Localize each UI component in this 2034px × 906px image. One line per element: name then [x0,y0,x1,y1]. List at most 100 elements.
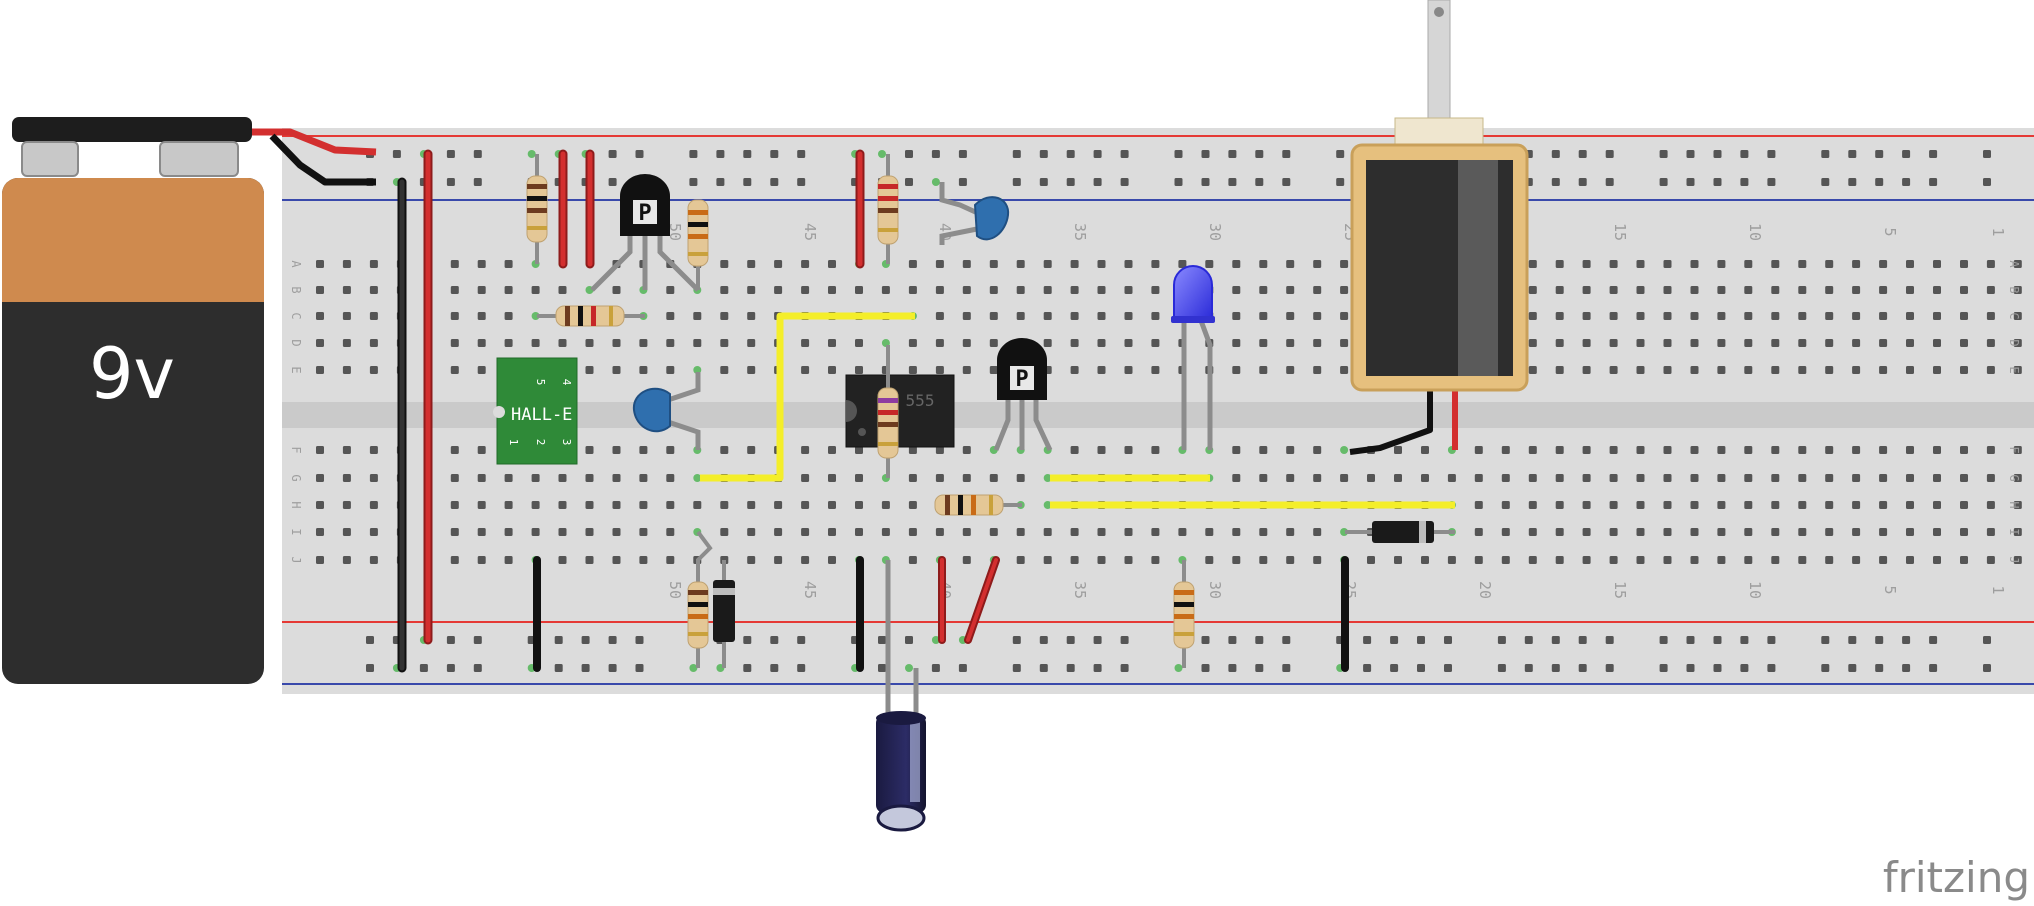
breadboard-hole [1663,528,1672,536]
breadboard-hole [1555,528,1564,536]
breadboard-hole [1663,260,1672,268]
rail-hole [554,636,563,644]
rail-hole [1093,150,1102,158]
rail-hole [1983,664,1991,672]
rail-hole [1659,636,1668,644]
rail-hole [1039,664,1048,672]
breadboard-hole [1986,260,1995,268]
breadboard-hole [585,528,594,536]
row-letter: B [2007,286,2021,293]
breadboard-hole [1097,446,1106,454]
breadboard-hole [1960,501,1968,509]
breadboard-hole [1906,474,1914,482]
rail-hole [1255,150,1264,158]
rail-hole [1417,664,1425,672]
breadboard-hole [612,339,621,347]
breadboard-hole [1744,446,1753,454]
breadboard-hole [1663,286,1672,294]
resistor-band [1174,602,1194,607]
breadboard-hole [316,366,324,374]
capacitor-top [876,711,926,725]
hall-sensor-pin-2: 2 [534,439,547,446]
breadboard-hole [1582,286,1591,294]
breadboard-hole [747,339,756,347]
breadboard-hole [1744,528,1753,536]
resistor-band [688,210,708,215]
breadboard-hole [747,501,756,509]
breadboard-hole [612,556,621,564]
breadboard-hole [2013,286,2022,294]
rail-hole [1848,178,1857,186]
breadboard-hole [962,528,971,536]
rail-hole [689,150,698,158]
rail-hole [1066,664,1075,672]
rail-hole [689,178,698,186]
rail-hole [608,150,617,158]
breadboard-hole [1205,528,1214,536]
breadboard-hole [666,312,675,320]
breadboard-hole [1960,446,1968,454]
breadboard-hole [504,286,513,294]
breadboard-hole [1528,339,1537,347]
breadboard-hole [747,260,756,268]
breadboard-hole [801,260,810,268]
rail-hole [446,150,455,158]
column-number: 1 [1989,227,2007,236]
breadboard-hole [1717,339,1726,347]
breadboard-hole [1986,286,1995,294]
breadboard-hole [1771,339,1780,347]
resistor-band [688,252,708,256]
breadboard-hole [1474,528,1483,536]
breadboard-hole [1825,446,1834,454]
solenoid-collar [1394,117,1484,149]
breadboard-hole [316,312,324,320]
breadboard-hole [774,528,783,536]
breadboard-hole [1744,286,1753,294]
rail-hole [931,636,940,644]
led-rim [1171,316,1215,323]
rail-hole [1713,150,1722,158]
breadboard-hole [612,366,621,374]
breadboard-hole [316,446,324,454]
rail-hole [1228,178,1237,186]
rail-hole [1282,150,1291,158]
breadboard-hole [747,312,756,320]
breadboard-hole [908,339,917,347]
row-letter: A [2007,260,2021,268]
breadboard-hole [1340,366,1349,374]
breadboard-hole [1798,556,1807,564]
breadboard-hole [1124,446,1133,454]
breadboard-hole [801,446,810,454]
breadboard-hole [828,260,836,268]
wires [250,128,1458,673]
breadboard-hole [855,286,863,294]
hall-sensor-pin-3: 3 [560,439,573,446]
breadboard-hole [1286,556,1295,564]
breadboard-hole [1933,446,1941,454]
breadboard-hole [1636,286,1645,294]
rail-hole [1282,664,1291,672]
breadboard-hole [1313,556,1322,564]
rail-hole [1821,664,1830,672]
resistor-body [934,494,1004,516]
breadboard-hole [1070,312,1079,320]
breadboard-hole [801,556,810,564]
breadboard-hole [1609,528,1618,536]
resistor-band [989,495,993,515]
rail-hole [419,664,428,672]
breadboard-hole [666,339,675,347]
rail-hole [446,664,455,672]
resistor-band [527,196,547,201]
rail-hole [1255,178,1264,186]
resistor-band [878,398,898,403]
breadboard-hole [369,366,378,374]
diode-body [713,580,735,642]
battery-wire-black [269,133,376,186]
breadboard-hole [1744,260,1753,268]
breadboard-hole [1043,528,1052,536]
breadboard-hole [477,501,486,509]
led-blue [1171,265,1215,450]
breadboard-hole [1043,501,1052,509]
breadboard-hole [1043,556,1052,564]
breadboard-hole [612,501,621,509]
